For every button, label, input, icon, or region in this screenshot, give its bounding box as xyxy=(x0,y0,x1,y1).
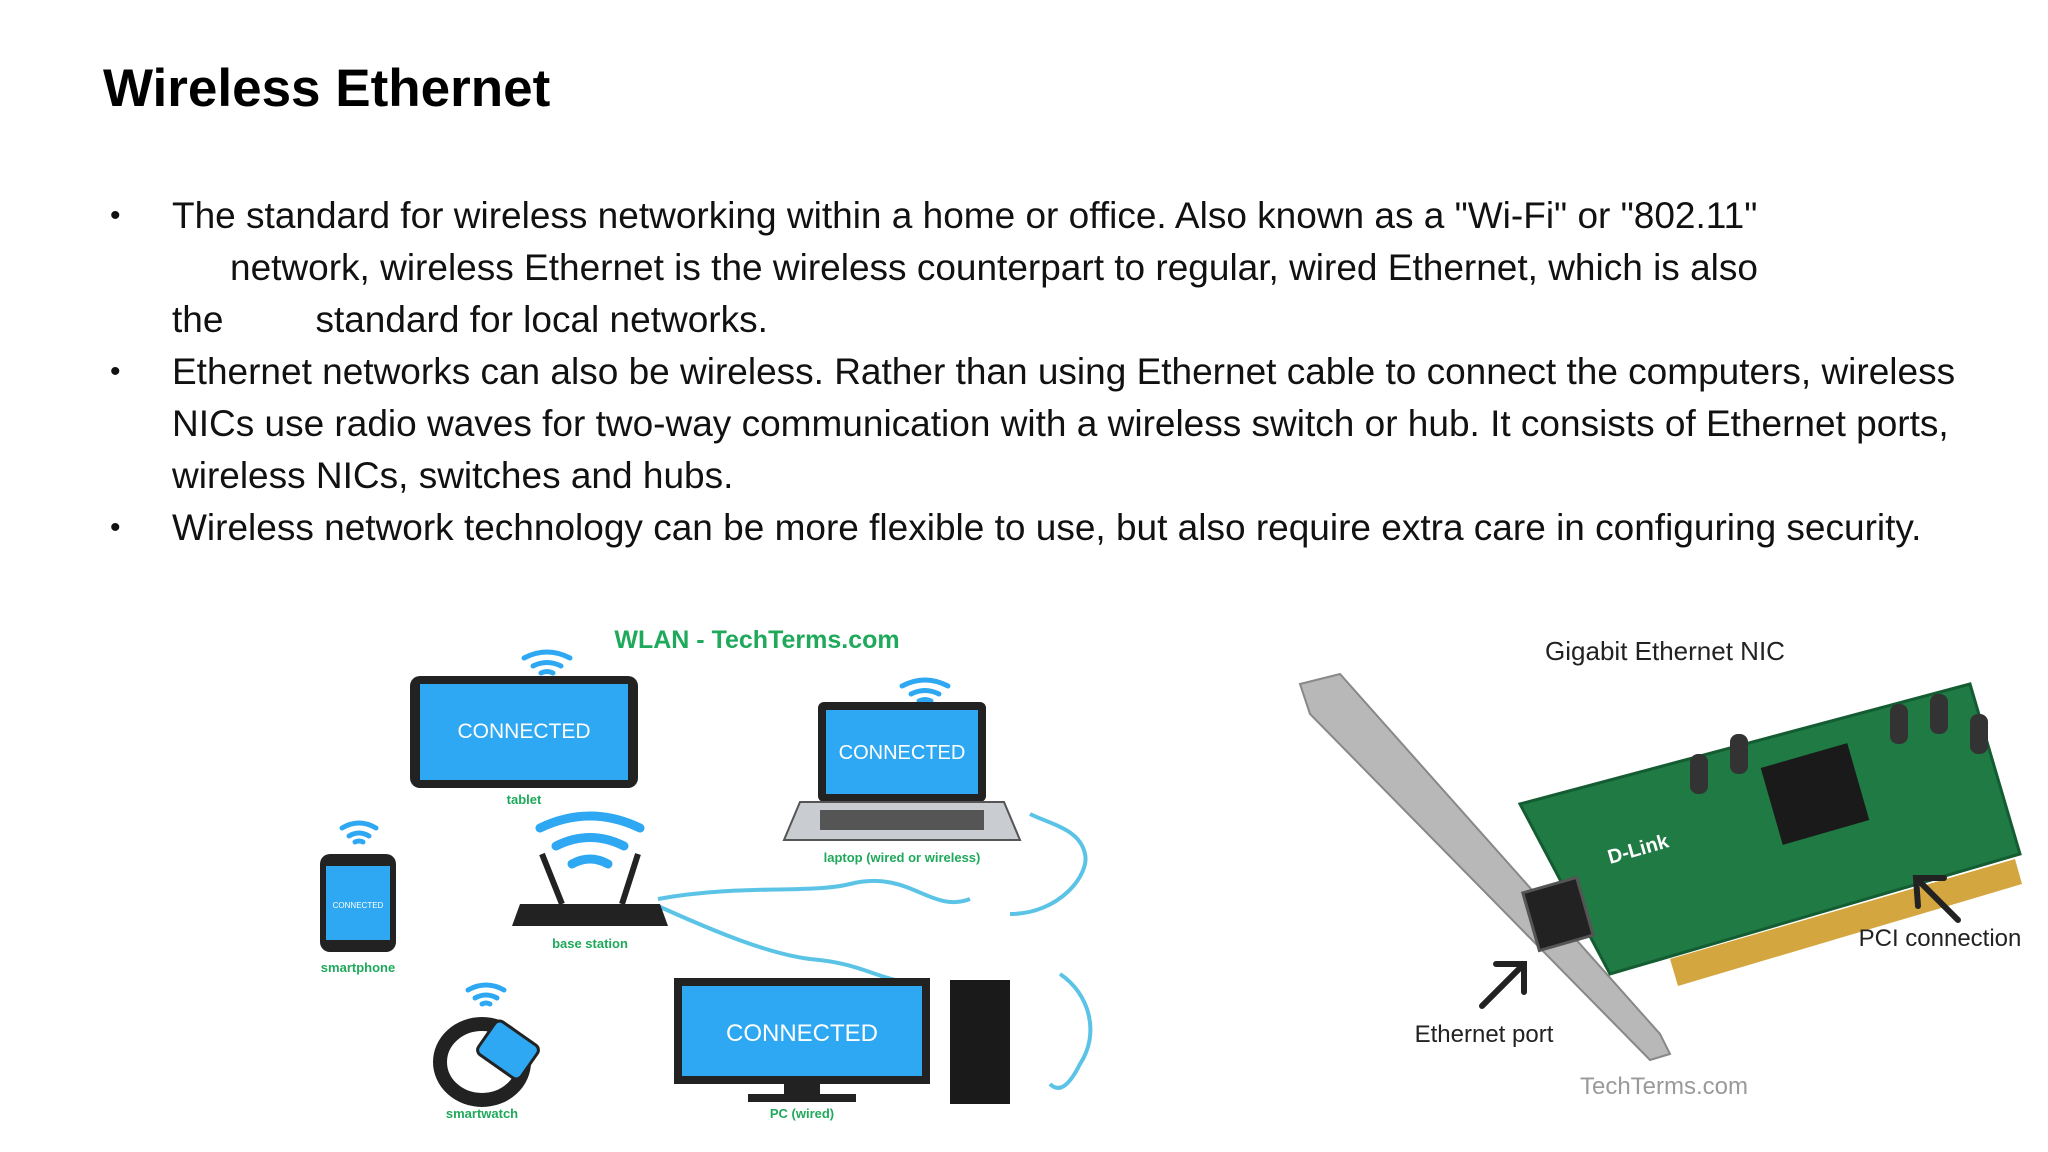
controller-chip xyxy=(1760,743,1870,845)
bullet-text: network, wireless Ethernet is the wirele… xyxy=(230,247,1758,288)
screen-text: CONNECTED xyxy=(457,720,590,743)
ethernet-port xyxy=(1520,875,1596,953)
bullet-text: standard for local networks. xyxy=(315,299,768,340)
laptop-device: CONNECTED laptop (wired or wireless) xyxy=(782,677,1022,865)
metal-bracket xyxy=(1298,672,1672,1062)
capacitors xyxy=(1690,694,1988,794)
watermark: TechTerms.com xyxy=(1580,1073,1748,1100)
arrow-icon xyxy=(1912,875,1961,923)
tablet-label: tablet xyxy=(507,792,542,807)
bullet-dot: • xyxy=(110,355,121,388)
wlan-heading: WLAN - TechTerms.com xyxy=(614,626,899,654)
nic-diagram: Gigabit Ethernet NIC D-Link xyxy=(1270,614,2040,1134)
bullet-dot: • xyxy=(110,511,121,544)
wifi-icon xyxy=(339,820,379,845)
ethernet-port-label: Ethernet port xyxy=(1415,1021,1554,1048)
tablet-device: CONNECTED tablet xyxy=(410,649,638,807)
screen-text: CONNECTED xyxy=(333,901,384,910)
bullet-item: • The standard for wireless networking w… xyxy=(110,190,1990,346)
bullet-text: the xyxy=(172,299,224,340)
wlan-diagram: WLAN - TechTerms.com CONNECTED tablet xyxy=(290,614,1120,1134)
pc-device: CONNECTED PC (wired) xyxy=(674,978,1010,1121)
wifi-icon xyxy=(521,649,573,676)
screen-text: CONNECTED xyxy=(726,1020,878,1047)
bullet-dot: • xyxy=(110,199,121,232)
nic-heading: Gigabit Ethernet NIC xyxy=(1545,636,1785,666)
bullet-text: The standard for wireless networking wit… xyxy=(172,195,1758,236)
wifi-icon xyxy=(535,811,645,869)
bullet-list: • The standard for wireless networking w… xyxy=(110,190,1990,554)
arrow-icon xyxy=(1479,961,1527,1009)
bullet-item: • Ethernet networks can also be wireless… xyxy=(110,346,1990,502)
slide-title: Wireless Ethernet xyxy=(103,59,551,118)
pci-gold-connector xyxy=(1670,859,2022,986)
pc-label: PC (wired) xyxy=(770,1106,834,1121)
router-device: base station xyxy=(512,811,668,951)
smartwatch-label: smartwatch xyxy=(446,1106,518,1121)
smartphone-device: CONNECTED smartphone xyxy=(320,820,396,975)
bullet-text: Ethernet networks can also be wireless. … xyxy=(172,351,1956,496)
bullet-item: • Wireless network technology can be mor… xyxy=(110,502,1990,554)
base-station-label: base station xyxy=(552,936,628,951)
wifi-icon xyxy=(465,982,507,1007)
bullet-text: Wireless network technology can be more … xyxy=(172,507,1922,548)
wifi-icon xyxy=(899,677,951,704)
screen-text: CONNECTED xyxy=(839,742,966,764)
smartphone-label: smartphone xyxy=(321,960,395,975)
smartwatch-device: smartwatch xyxy=(433,982,540,1121)
pci-connection-label: PCI connection xyxy=(1859,925,2022,952)
laptop-label: laptop (wired or wireless) xyxy=(824,850,981,865)
